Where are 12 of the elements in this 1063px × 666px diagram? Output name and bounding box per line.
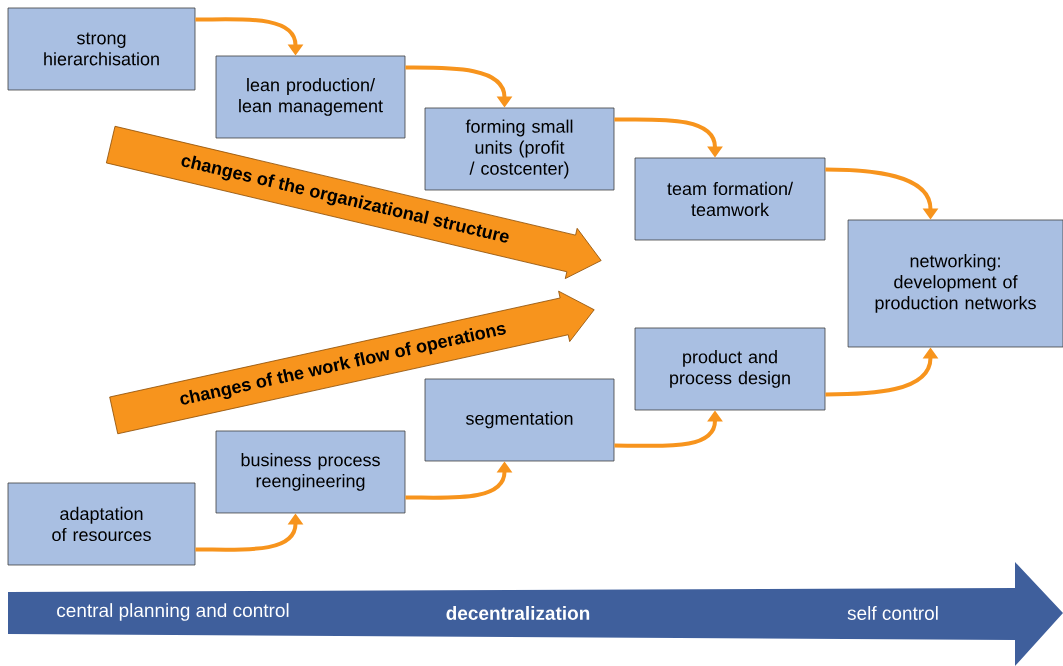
process-box: networking: development of production networks xyxy=(847,219,1063,348)
band-text: central planning and control xyxy=(57,603,289,621)
process-box: team formation/ teamwork xyxy=(634,157,826,241)
band-text: self control xyxy=(847,606,938,620)
band-text: decentralization xyxy=(446,606,590,620)
process-box: segmentation xyxy=(424,378,615,462)
process-box: adaptation of resources xyxy=(7,482,196,566)
process-box: business process reengineering xyxy=(215,430,406,514)
process-box: lean production/ lean management xyxy=(215,55,406,139)
process-box: product and process design xyxy=(634,327,826,411)
process-box: strong hierarchisation xyxy=(7,7,196,91)
process-box: forming small units (profit / costcenter) xyxy=(424,107,615,191)
